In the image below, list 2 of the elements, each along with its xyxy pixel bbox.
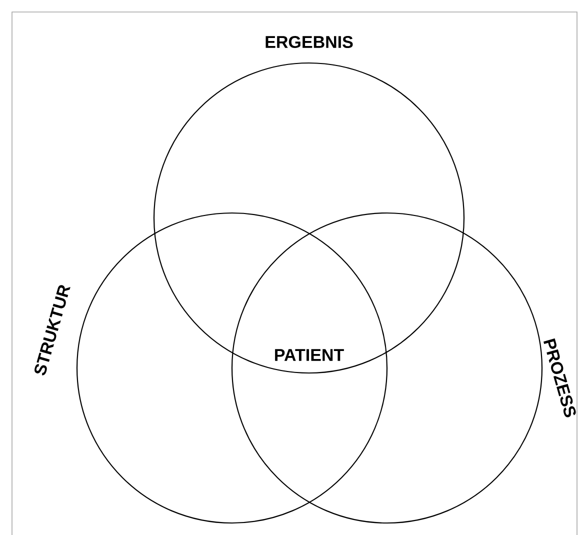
center-label: PATIENT [275,349,344,361]
circle-heading: ERGEBNIS [266,36,353,48]
